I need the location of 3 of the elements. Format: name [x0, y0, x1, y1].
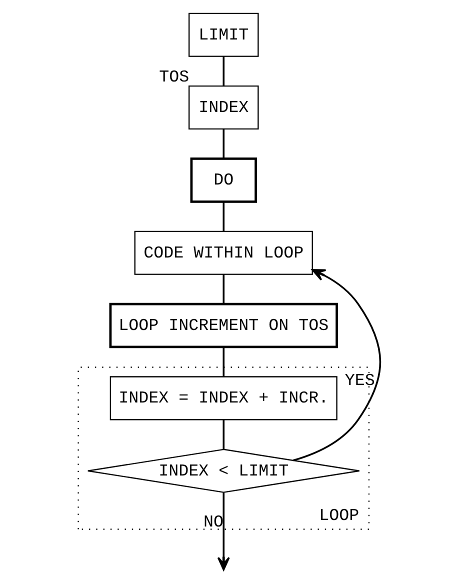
edge-label: YES [344, 372, 375, 392]
edge-label: NO [204, 514, 224, 533]
node-label: TOS [159, 68, 190, 88]
